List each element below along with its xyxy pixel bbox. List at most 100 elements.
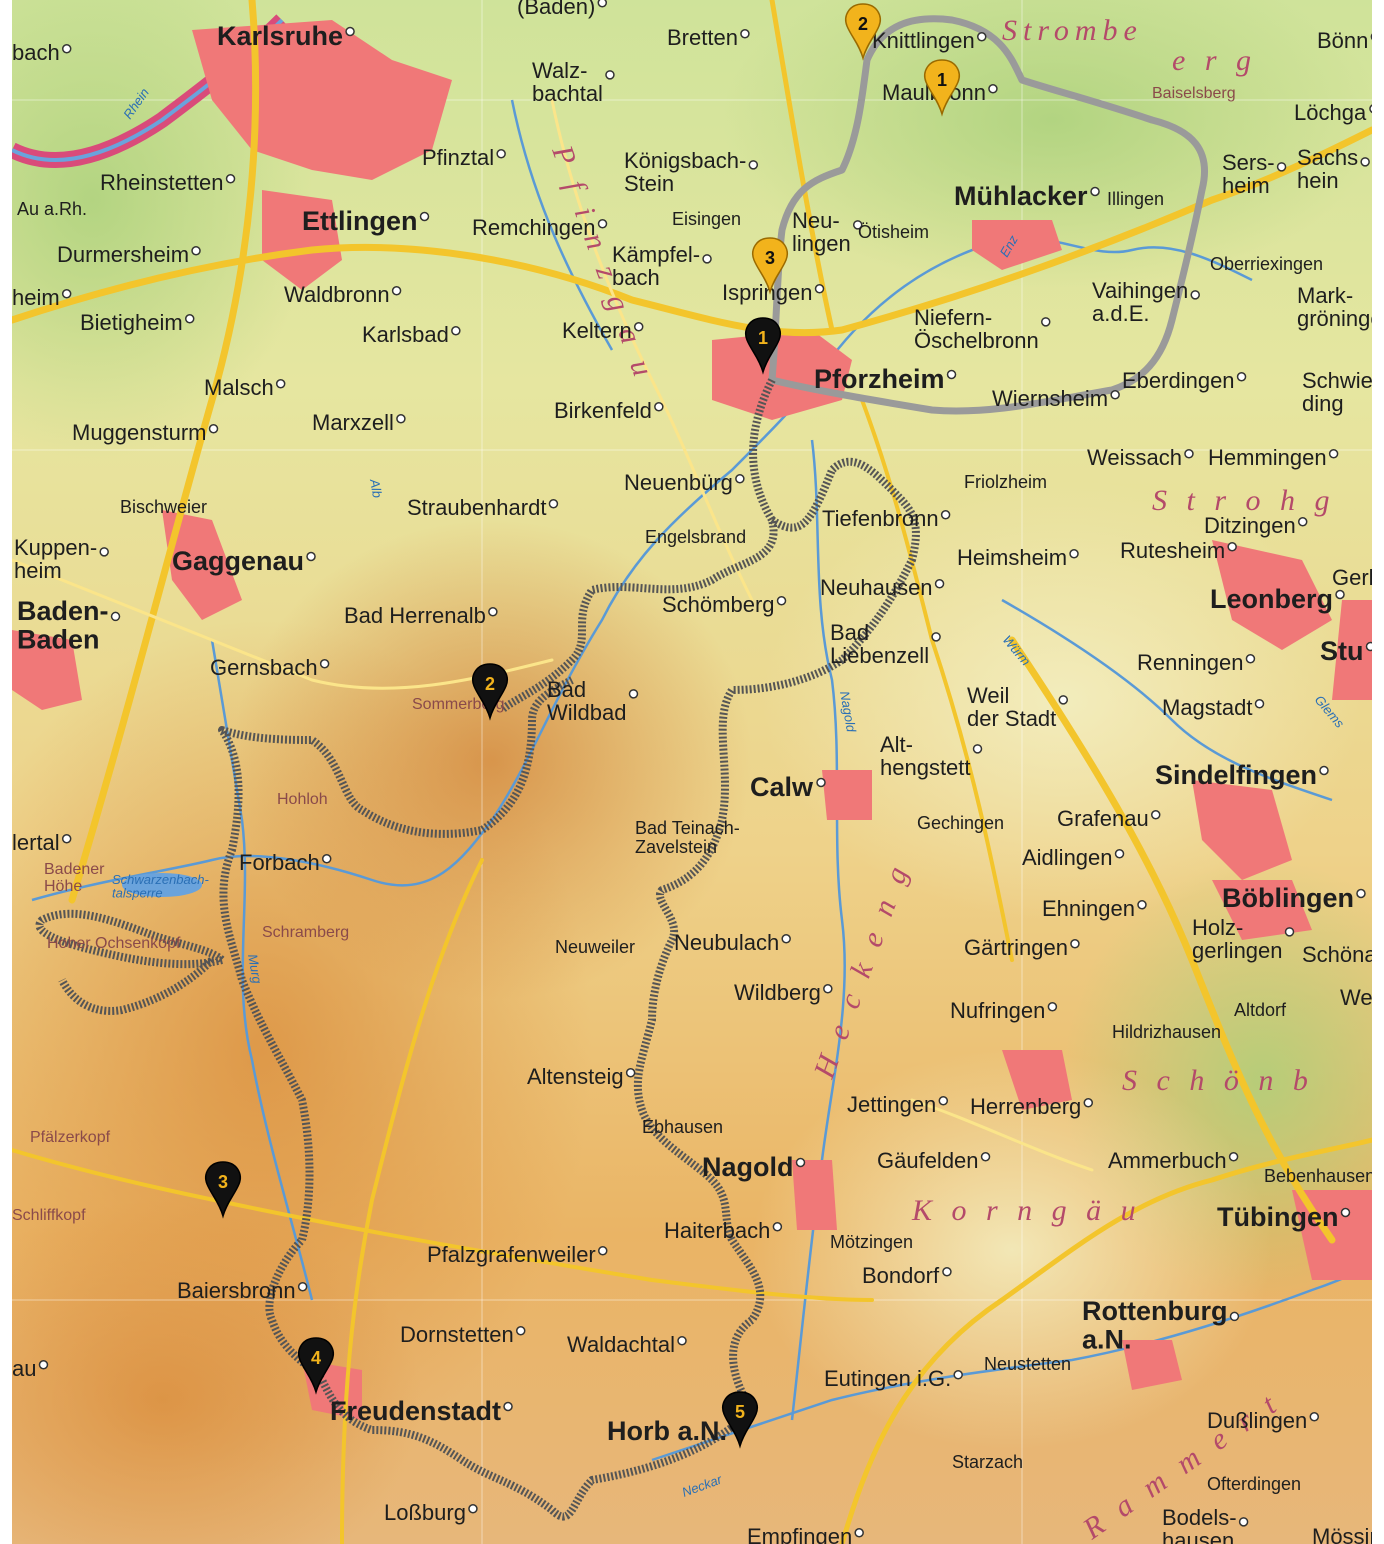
town-moetzingen[interactable]: Mötzingen [830, 1232, 913, 1252]
town-engelsbrand[interactable]: Engelsbrand [645, 527, 746, 547]
town-leonberg[interactable]: Leonberg [1210, 584, 1333, 614]
town-renningen[interactable]: Renningen [1137, 650, 1243, 675]
town-ofterdingen[interactable]: Ofterdingen [1207, 1474, 1301, 1494]
town-oberriexingen[interactable]: Oberriexingen [1210, 254, 1323, 274]
town-neustetten[interactable]: Neustetten [984, 1354, 1071, 1374]
town-boeblingen[interactable]: Böblingen [1222, 883, 1354, 913]
town-baden-top[interactable]: (Baden) [517, 0, 595, 19]
town-horb[interactable]: Horb a.N. [607, 1416, 727, 1446]
town-koenigsbach[interactable]: Königsbach-Stein [624, 148, 746, 196]
town-dusslingen[interactable]: Dußlingen [1207, 1408, 1307, 1433]
town-gernsbach[interactable]: Gernsbach [210, 655, 318, 680]
town-empfingen[interactable]: Empfingen [747, 1524, 852, 1544]
town-calw[interactable]: Calw [750, 772, 814, 802]
town-loechgau[interactable]: Löchga [1294, 100, 1367, 125]
town-dornstetten[interactable]: Dornstetten [400, 1322, 514, 1347]
town-baiselsberg[interactable]: Baiselsberg [1152, 85, 1236, 102]
town-grafenau[interactable]: Grafenau [1057, 806, 1149, 831]
town-holzgerlingen[interactable]: Holz-gerlingen [1192, 915, 1283, 963]
town-hildrizhausen[interactable]: Hildrizhausen [1112, 1022, 1221, 1042]
town-ditzingen[interactable]: Ditzingen [1204, 513, 1296, 538]
town-pforzheim[interactable]: Pforzheim [814, 364, 945, 394]
town-sindelfingen[interactable]: Sindelfingen [1155, 760, 1317, 790]
town-schramberg[interactable]: Schramberg [262, 924, 349, 941]
town-forbach[interactable]: Forbach [239, 850, 320, 875]
town-pfalzgrafenweiler[interactable]: Pfalzgrafenweiler [427, 1242, 596, 1267]
town-ebhausen[interactable]: Ebhausen [642, 1117, 723, 1137]
town-rutesheim[interactable]: Rutesheim [1120, 538, 1225, 563]
marker-yellow-2[interactable]: 2 [845, 3, 881, 61]
town-neuhausen[interactable]: Neuhausen [820, 575, 933, 600]
marker-black-3[interactable]: 3 [205, 1161, 241, 1219]
town-heimsheim[interactable]: Heimsheim [957, 545, 1067, 570]
town-althengstett[interactable]: Alt-hengstett [880, 732, 971, 780]
town-ammerbuch[interactable]: Ammerbuch [1108, 1148, 1227, 1173]
town-bretten[interactable]: Bretten [667, 25, 738, 50]
town-straubenhardt[interactable]: Straubenhardt [407, 495, 546, 520]
town-herrenberg[interactable]: Herrenberg [970, 1094, 1081, 1119]
town-eberdingen[interactable]: Eberdingen [1122, 368, 1235, 393]
town-gechingen[interactable]: Gechingen [917, 813, 1004, 833]
town-remchingen[interactable]: Remchingen [472, 215, 596, 240]
town-friolzheim[interactable]: Friolzheim [964, 472, 1047, 492]
town-keltern[interactable]: Keltern [562, 318, 632, 343]
town-lertal[interactable]: lertal [12, 830, 60, 855]
town-bietigheim[interactable]: Bietigheim [80, 310, 183, 335]
town-baiersbronn[interactable]: Baiersbronn [177, 1278, 296, 1303]
route-south-ochsenkopf-loop[interactable] [35, 909, 225, 1015]
town-durmersheim[interactable]: Durmersheim [57, 242, 189, 267]
town-karlsruhe[interactable]: Karlsruhe [217, 21, 343, 51]
town-marxzell[interactable]: Marxzell [312, 410, 394, 435]
town-boenn[interactable]: Bönn [1317, 28, 1368, 53]
town-wiernsheim[interactable]: Wiernsheim [992, 386, 1108, 411]
town-ehningen[interactable]: Ehningen [1042, 896, 1135, 921]
town-illingen[interactable]: Illingen [1107, 189, 1164, 209]
town-au[interactable]: au [12, 1356, 36, 1381]
town-knittlingen[interactable]: Knittlingen [872, 28, 975, 53]
town-au-rh[interactable]: Au a.Rh. [17, 199, 87, 219]
town-eisingen[interactable]: Eisingen [672, 209, 741, 229]
town-bischweier[interactable]: Bischweier [120, 497, 207, 517]
town-bad-teinach[interactable]: Bad Teinach-Zavelstein [635, 818, 740, 857]
town-oetisheim[interactable]: Ötisheim [858, 222, 929, 242]
town-gaertringen[interactable]: Gärtringen [964, 935, 1068, 960]
marker-yellow-1[interactable]: 1 [924, 59, 960, 117]
town-karlsbad[interactable]: Karlsbad [362, 322, 449, 347]
town-waldbronn[interactable]: Waldbronn [284, 282, 390, 307]
town-birkenfeld[interactable]: Birkenfeld [554, 398, 652, 423]
town-schoenaich[interactable]: Schönai [1302, 942, 1372, 967]
map-viewport[interactable]: Strombe e r g S t r o h g H e c k e n g … [12, 0, 1372, 1544]
town-freudenstadt[interactable]: Freudenstadt [330, 1396, 501, 1426]
town-markgroeningen[interactable]: Mark-gröningen [1297, 283, 1372, 331]
town-nufringen[interactable]: Nufringen [950, 998, 1045, 1023]
town-neuweiler[interactable]: Neuweiler [555, 937, 635, 957]
town-pfaelzerkopf[interactable]: Pfälzerkopf [30, 1129, 111, 1146]
town-jettingen[interactable]: Jettingen [847, 1092, 936, 1117]
town-moessingen[interactable]: Mössin [1312, 1524, 1372, 1544]
town-bebenhausen[interactable]: Bebenhausen [1264, 1166, 1372, 1186]
town-weissach[interactable]: Weissach [1087, 445, 1182, 470]
town-heim-left[interactable]: heim [12, 285, 60, 310]
town-muehlacker[interactable]: Mühlacker [954, 181, 1088, 211]
town-stuttgart[interactable]: Stu [1320, 636, 1364, 666]
town-bad-herrenalb[interactable]: Bad Herrenalb [344, 603, 486, 628]
town-bondorf[interactable]: Bondorf [862, 1263, 940, 1288]
town-tiefenbronn[interactable]: Tiefenbronn [822, 506, 939, 531]
marker-black-1[interactable]: 1 [745, 317, 781, 375]
town-sersheim[interactable]: Sers-heim [1222, 150, 1275, 198]
town-eutingen[interactable]: Eutingen i.G. [824, 1366, 951, 1391]
town-altdorf[interactable]: Altdorf [1234, 1000, 1287, 1020]
town-weil-im-schoenbuch[interactable]: We [1340, 985, 1372, 1010]
town-wildberg[interactable]: Wildberg [734, 980, 821, 1005]
town-baden-baden[interactable]: Baden-Baden [17, 596, 109, 654]
route-north[interactable] [768, 15, 1209, 415]
town-haiterbach[interactable]: Haiterbach [664, 1218, 770, 1243]
